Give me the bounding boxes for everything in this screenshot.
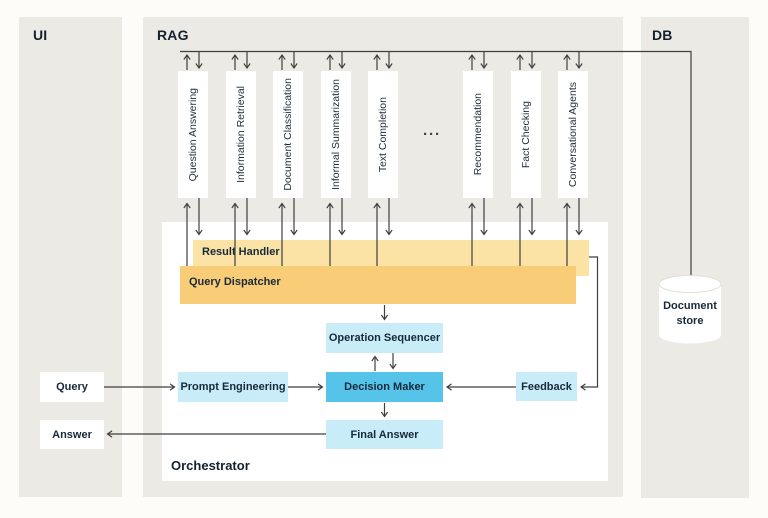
db-panel-label: DB <box>652 27 673 43</box>
agent-box-recommendation: Recommendation <box>463 71 493 198</box>
query-dispatcher-label: Query Dispatcher <box>189 276 281 288</box>
agent-box-text-completion: Text Completion <box>368 71 398 198</box>
agent-label: Conversational Agents <box>567 81 579 188</box>
agent-box-document-classification: Document Classification <box>273 71 303 198</box>
ui-panel-label: UI <box>33 27 48 43</box>
agent-box-question-answering: Question Answering <box>178 71 208 198</box>
operation-sequencer-box: Operation Sequencer <box>326 323 443 353</box>
agent-label: Informal Summarization <box>330 79 342 190</box>
query-dispatcher-bar: Query Dispatcher <box>180 266 576 304</box>
agent-box-informal-summarization: Informal Summarization <box>321 71 351 198</box>
ui-panel <box>19 17 122 497</box>
document-store-label: Document store <box>663 300 717 327</box>
agent-label: Text Completion <box>377 96 389 173</box>
decision-maker-box: Decision Maker <box>326 372 443 402</box>
rag-panel-label: RAG <box>157 27 189 43</box>
agent-box-conversational-agents: Conversational Agents <box>558 71 588 198</box>
final-answer-box: Final Answer <box>326 420 443 449</box>
orchestrator-label: Orchestrator <box>171 458 250 473</box>
agent-box-information-retrieval: Information Retrieval <box>226 71 256 198</box>
query-box: Query <box>40 372 104 402</box>
agents-ellipsis: ··· <box>423 126 441 143</box>
result-handler-label: Result Handler <box>202 246 280 258</box>
db-panel <box>641 17 749 498</box>
agent-label: Fact Checking <box>520 100 532 169</box>
agent-label: Document Classification <box>282 78 294 191</box>
agent-box-fact-checking: Fact Checking <box>511 71 541 198</box>
prompt-engineering-box: Prompt Engineering <box>178 372 288 402</box>
agent-label: Information Retrieval <box>235 86 247 183</box>
agent-label: Recommendation <box>472 93 484 176</box>
agent-label: Question Answering <box>187 87 199 182</box>
answer-box: Answer <box>40 420 104 449</box>
feedback-box: Feedback <box>516 372 577 401</box>
